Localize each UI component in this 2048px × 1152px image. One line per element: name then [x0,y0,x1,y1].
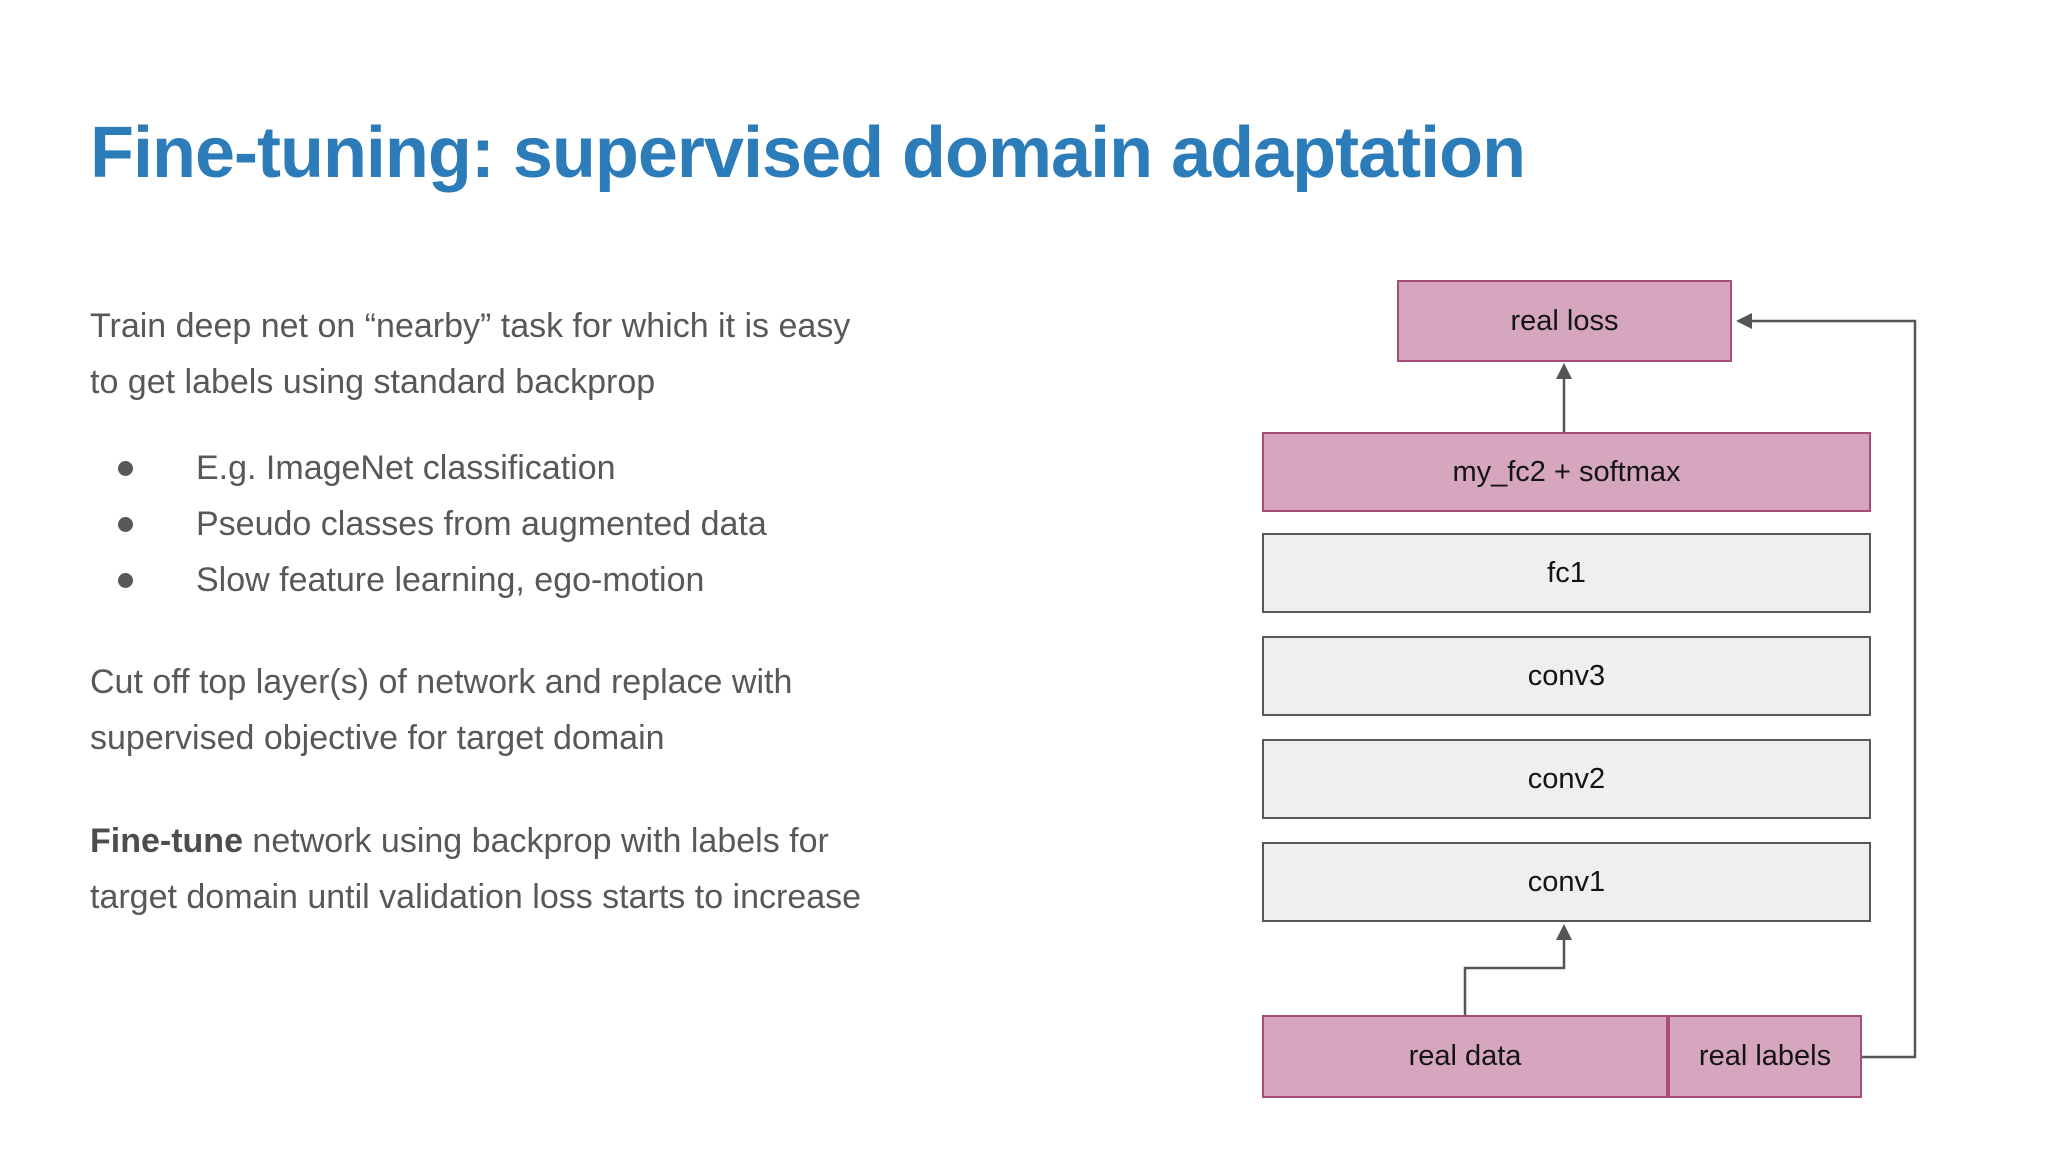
bullet-label: Pseudo classes from augmented data [196,505,767,543]
bullet-label: Slow feature learning, ego-motion [196,561,705,599]
box-label: real labels [1698,1040,1832,1072]
list-item: Pseudo classes from augmented data [90,496,767,552]
box-label: my_fc2 + softmax [1452,455,1681,488]
bullet-icon [118,460,133,476]
list-item: E.g. ImageNet classification [90,440,767,496]
paragraph-train-deep-net: Train deep net on “nearby” task for whic… [90,298,850,410]
paragraph-line: Fine-tune network using backprop with la… [90,813,861,869]
paragraph-line-rest: network using backprop with labels for [242,822,829,860]
fine-tune-bold-text: Fine-tune [90,822,243,860]
box-label: fc1 [1547,556,1586,589]
diagram-box-conv3: conv3 [1262,636,1871,716]
paragraph-fine-tune: Fine-tune network using backprop with la… [90,813,861,925]
paragraph-line: Train deep net on “nearby” task for whic… [90,307,851,345]
arrowhead-up-icon [1556,924,1572,940]
bullet-label: E.g. ImageNet classification [196,449,616,487]
arrow-realdata-to-conv1 [1463,937,1566,1015]
box-label: real loss [1510,304,1619,337]
box-label: conv1 [1527,865,1606,898]
diagram-box-real-data: real data [1262,1015,1668,1098]
box-label: real data [1408,1040,1522,1072]
diagram-box-fc1: fc1 [1262,533,1871,613]
paragraph-line: supervised objective for target domain [90,719,665,757]
paragraph-cut-off-layers: Cut off top layer(s) of network and repl… [90,654,792,766]
bullet-list: E.g. ImageNet classification Pseudo clas… [90,440,767,608]
diagram-box-conv1: conv1 [1262,842,1871,922]
diagram-box-real-loss: real loss [1397,280,1732,362]
bullet-icon [118,572,133,588]
diagram-box-conv2: conv2 [1262,739,1871,819]
diagram-box-real-labels: real labels [1668,1015,1862,1098]
bullet-icon [118,516,133,532]
diagram-box-my-fc2-softmax: my_fc2 + softmax [1262,432,1871,512]
paragraph-line: Cut off top layer(s) of network and repl… [90,663,793,701]
paragraph-line: target domain until validation loss star… [90,878,862,916]
arrowhead-left-icon [1736,313,1752,329]
list-item: Slow feature learning, ego-motion [90,552,767,608]
slide-title: Fine-tuning: supervised domain adaptatio… [90,113,1526,193]
paragraph-line: to get labels using standard backprop [90,363,656,401]
box-label: conv2 [1527,762,1606,795]
box-label: conv3 [1527,659,1606,692]
arrowhead-up-icon [1556,363,1572,379]
